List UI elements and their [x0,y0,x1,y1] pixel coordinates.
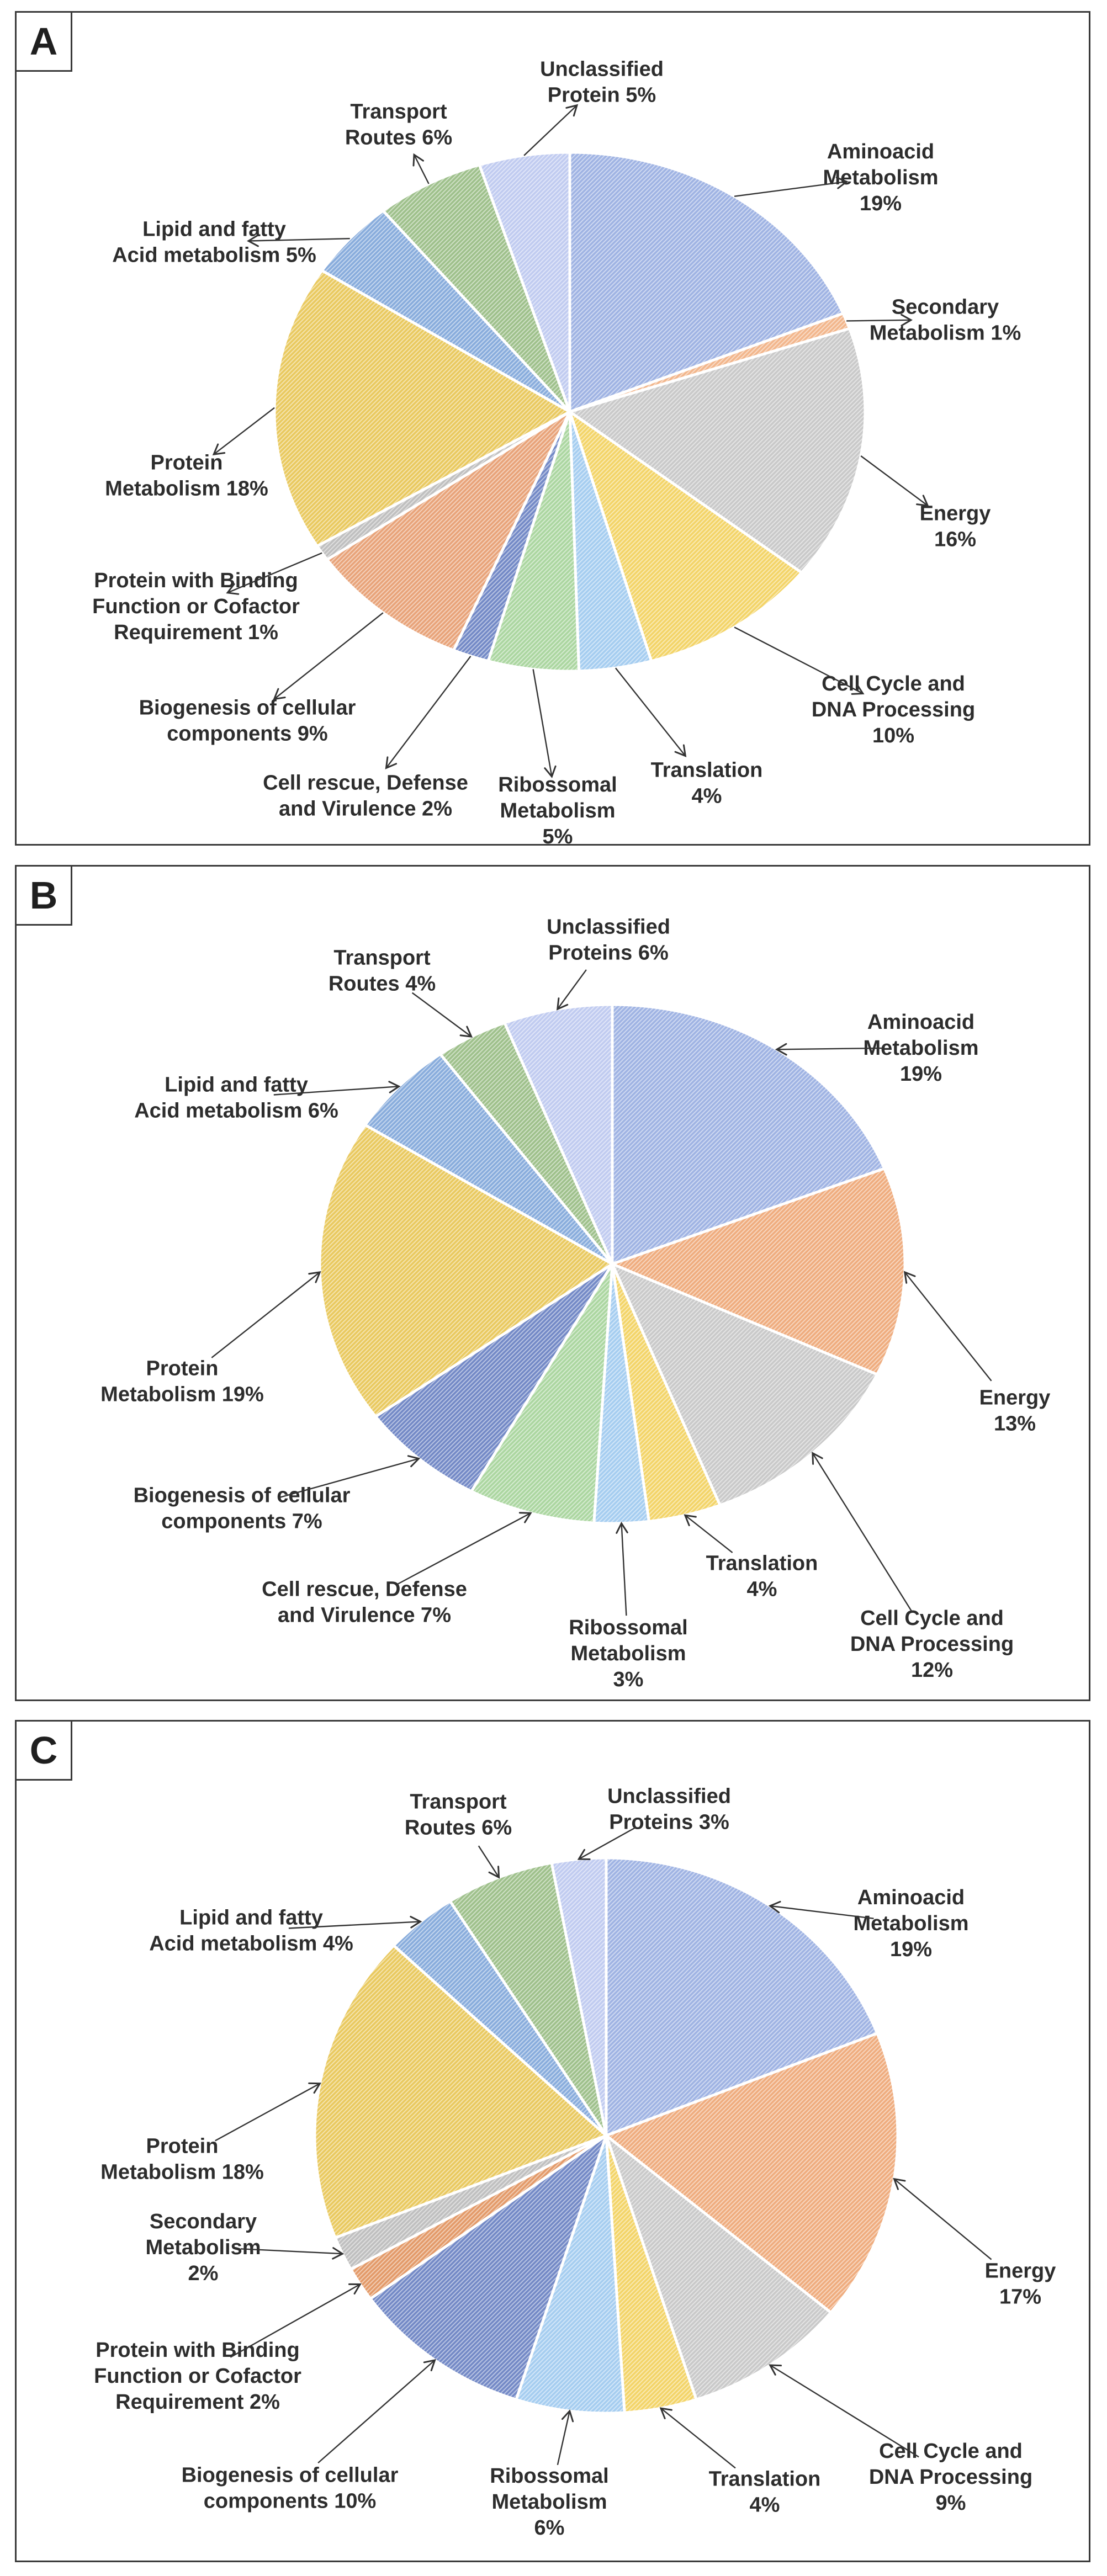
arrow-c-translation [659,2407,736,2469]
slice-b-unclassified-proteins [503,1003,614,1266]
slice-c-unclassified-proteins [550,1856,608,2137]
slice-a-aminoacid-metabolism [568,151,845,413]
arrow-a-lipid-and-fatty-acid-metabolism [247,234,350,247]
arrow-a-secondary-metabolism [846,314,913,327]
arrow-b-biogenesis-of-cellular-components [278,1455,421,1499]
arrow-c-energy [893,2177,992,2260]
arrow-c-secondary-metabolism [240,2247,345,2260]
arrow-a-unclassified-protein [523,104,579,156]
panel-letter-b: B [15,865,72,926]
arrow-a-transport-routes [412,153,430,184]
arrow-a-translation [615,667,687,757]
arrow-c-biogenesis-of-cellular-components [317,2359,436,2464]
arrow-b-cell-rescue-defense-and-virulence [397,1512,532,1585]
arrow-a-biogenesis-of-cellular-components [273,612,384,700]
arrow-c-protein-with-binding-function-or-cofactor-requirement [230,2283,362,2358]
arrow-a-energy [860,455,929,507]
arrow-b-lipid-and-fatty-acid-metabolism [273,1081,401,1096]
arrow-c-lipid-and-fatty-acid-metabolism [288,1915,422,1929]
slice-a-lipid-and-fatty-acid-metabolism [320,209,571,413]
arrow-c-ribossomal-metabolism [557,2409,574,2465]
panel-letter-a: A [15,11,72,72]
arrow-b-translation [684,1514,733,1553]
arrow-c-transport-routes [478,1845,500,1879]
panel-letter-c: C [15,1720,72,1781]
arrow-c-aminoacid-metabolism [768,1900,874,1919]
arrow-c-protein-metabolism [215,2082,322,2142]
arrow-a-protein-metabolism [212,407,275,456]
arrow-b-aminoacid-metabolism [775,1043,884,1056]
slice-a-cell-cycle-and-dna-processing [568,410,803,663]
arrow-a-cell-cycle-and-dna-processing [734,626,865,695]
arrow-a-ribossomal-metabolism [532,669,557,778]
arrow-a-cell-rescue-defense-and-virulence [385,656,472,769]
arrow-b-protein-metabolism [211,1271,321,1358]
arrow-b-cell-cycle-and-dna-processing [812,1452,913,1613]
slice-a-unclassified-protein [478,151,571,413]
arrow-c-unclassified-proteins [577,1826,637,1860]
arrow-b-energy [903,1271,992,1382]
slice-a-ribossomal-metabolism [486,410,581,673]
arrow-c-cell-cycle-and-dna-processing [769,2364,919,2458]
arrow-a-aminoacid-metabolism [734,177,849,197]
arrow-b-unclassified-proteins [556,969,587,1011]
arrow-b-ribossomal-metabolism [616,1521,628,1616]
arrow-b-transport-routes [411,992,473,1038]
arrow-a-protein-with-binding-function-or-cofactor-requirement [226,552,322,595]
slice-a-transport-routes [382,163,571,413]
